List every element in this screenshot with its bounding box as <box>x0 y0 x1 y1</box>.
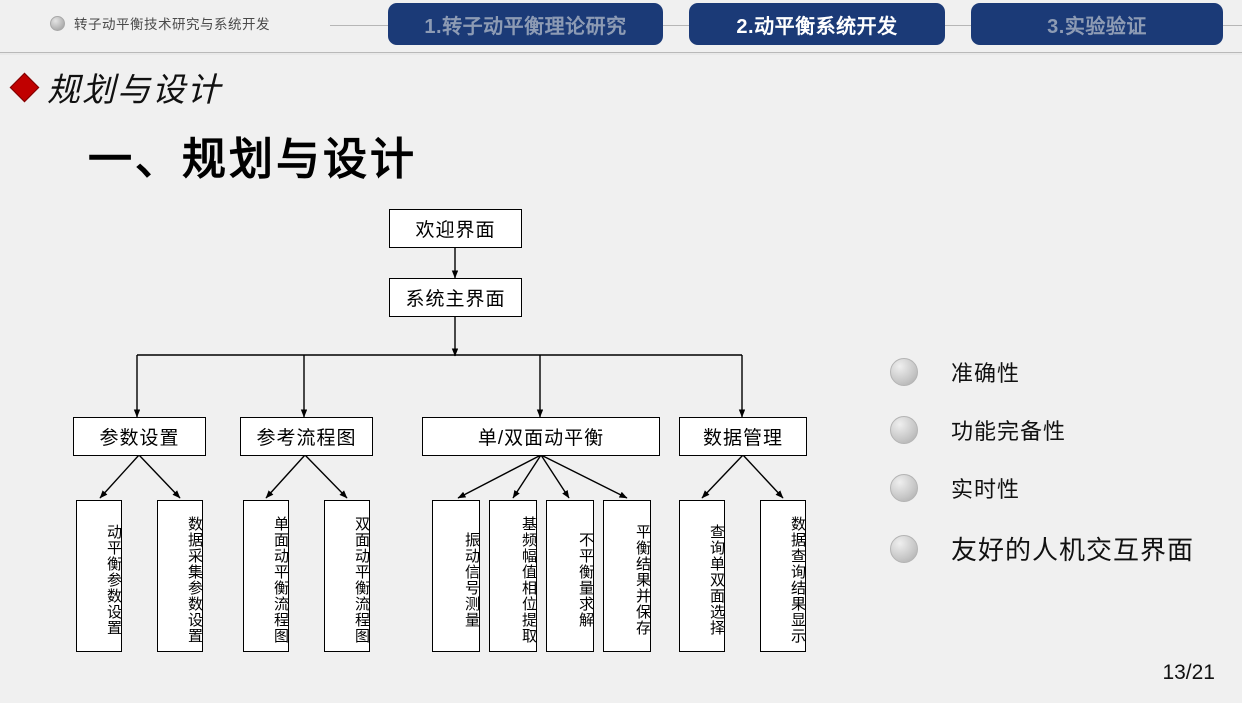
tab-experimental-verification[interactable]: 3.实验验证 <box>971 3 1223 45</box>
list-item[interactable]: 友好的人机交互界面 <box>890 530 1240 567</box>
list-item[interactable]: 准确性 <box>890 356 1240 388</box>
brand: 转子动平衡技术研究与系统开发 <box>50 13 270 33</box>
page-number: 13/21 <box>1162 661 1215 684</box>
section-heading: 规划与设计 <box>9 63 222 111</box>
node-reference-flowchart[interactable]: 参考流程图 <box>240 417 373 456</box>
tab-connector-line-1 <box>330 25 392 26</box>
tab-connector-line-3 <box>942 25 974 26</box>
brand-title: 转子动平衡技术研究与系统开发 <box>74 17 270 32</box>
node-system-main-screen[interactable]: 系统主界面 <box>389 278 522 317</box>
leaf-balance-parameter-settings[interactable]: 动平衡参数设置 <box>76 500 122 652</box>
node-single-dual-plane-balancing[interactable]: 单/双面动平衡 <box>422 417 660 456</box>
leaf-unbalance-solving[interactable]: 不平衡量求解 <box>546 500 594 652</box>
leaf-query-result-display[interactable]: 数据查询结果显示 <box>760 500 806 652</box>
list-item[interactable]: 实时性 <box>890 472 1240 504</box>
circle-bullet-icon <box>890 474 918 502</box>
node-data-management[interactable]: 数据管理 <box>679 417 807 456</box>
node-parameter-settings[interactable]: 参数设置 <box>73 417 206 456</box>
leaf-dual-plane-flowchart[interactable]: 双面动平衡流程图 <box>324 500 370 652</box>
slide-header: 转子动平衡技术研究与系统开发 1.转子动平衡理论研究 2.动平衡系统开发 3.实… <box>0 0 1242 55</box>
node-welcome-screen[interactable]: 欢迎界面 <box>389 209 522 248</box>
nav-tabs[interactable]: 1.转子动平衡理论研究 2.动平衡系统开发 3.实验验证 <box>330 0 1242 52</box>
flowchart: 欢迎界面 系统主界面 参数设置 参考流程图 单/双面动平衡 数据管理 动平衡参数… <box>73 209 807 652</box>
requirements-list: 准确性 功能完备性 实时性 友好的人机交互界面 <box>890 356 1240 593</box>
circle-bullet-icon <box>890 534 918 563</box>
leaf-fundamental-amplitude-phase-extraction[interactable]: 基频幅值相位提取 <box>489 500 537 652</box>
list-item[interactable]: 功能完备性 <box>890 414 1240 446</box>
requirement-label: 功能完备性 <box>951 419 1067 444</box>
brand-bullet-icon <box>50 15 65 31</box>
tab-connector-line-4 <box>1220 25 1242 26</box>
tab-theory-research[interactable]: 1.转子动平衡理论研究 <box>388 3 663 45</box>
header-divider <box>0 52 1242 55</box>
requirement-label: 实时性 <box>951 477 1021 502</box>
requirement-label: 友好的人机交互界面 <box>951 535 1195 565</box>
leaf-vibration-signal-measurement[interactable]: 振动信号测量 <box>432 500 480 652</box>
page-title: 一、规划与设计 <box>88 135 417 184</box>
tab-system-development[interactable]: 2.动平衡系统开发 <box>689 3 945 45</box>
circle-bullet-icon <box>890 358 918 386</box>
requirement-label: 准确性 <box>951 361 1021 386</box>
leaf-query-plane-selection[interactable]: 查询单双面选择 <box>679 500 725 652</box>
leaf-acquisition-parameter-settings[interactable]: 数据采集参数设置 <box>157 500 203 652</box>
section-title-text: 规划与设计 <box>47 73 222 109</box>
leaf-balance-result-save[interactable]: 平衡结果并保存 <box>603 500 651 652</box>
leaf-single-plane-flowchart[interactable]: 单面动平衡流程图 <box>243 500 289 652</box>
tab-connector-line-2 <box>660 25 692 26</box>
circle-bullet-icon <box>890 416 918 444</box>
